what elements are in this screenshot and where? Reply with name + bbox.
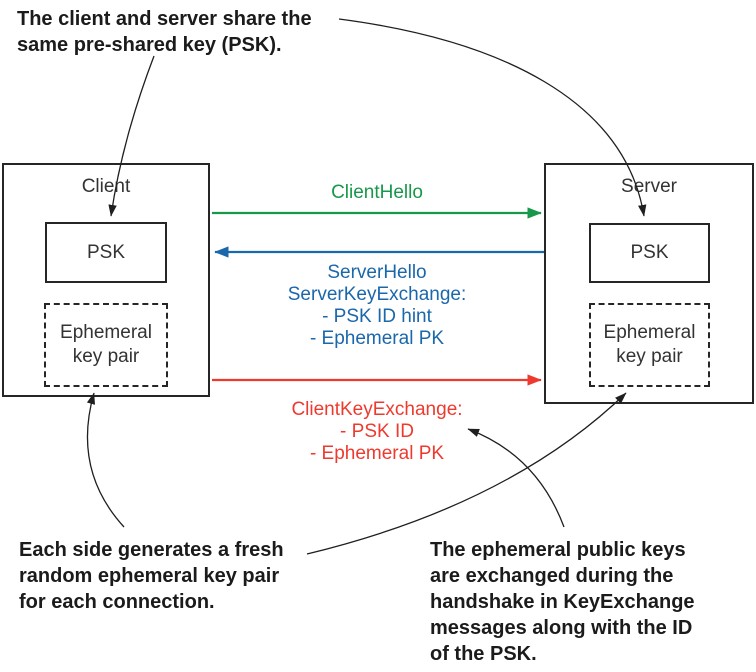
keyexchange-note-arrow xyxy=(467,428,565,528)
serverhello-label: ServerHello ServerKeyExchange: - PSK ID … xyxy=(287,262,467,349)
annotation-psk-shared: The client and server share the same pre… xyxy=(17,8,312,56)
clienthello-label: ClientHello xyxy=(331,182,423,203)
ephemeral-note-arrow-to-client xyxy=(86,392,125,528)
clientkeyexchange-label: ClientKeyExchange: - PSK ID - Ephemeral … xyxy=(291,399,463,464)
client-title: Client xyxy=(81,176,131,197)
psk-note-arrow-to-server xyxy=(338,18,647,217)
ephemeral-note-arrow-to-server xyxy=(306,392,627,555)
client-psk-box: PSK xyxy=(45,222,167,283)
server-ephemeral-box: Ephemeral key pair xyxy=(589,303,710,387)
annotation-ephemeral-fresh: Each side generates a fresh random ephem… xyxy=(19,539,284,613)
psk-note-arrow-to-client xyxy=(108,55,155,217)
client-ephemeral-box: Ephemeral key pair xyxy=(44,303,168,387)
annotation-ephemeral-exchanged: The ephemeral public keys are exchanged … xyxy=(430,539,695,665)
server-psk-box: PSK xyxy=(589,223,710,283)
